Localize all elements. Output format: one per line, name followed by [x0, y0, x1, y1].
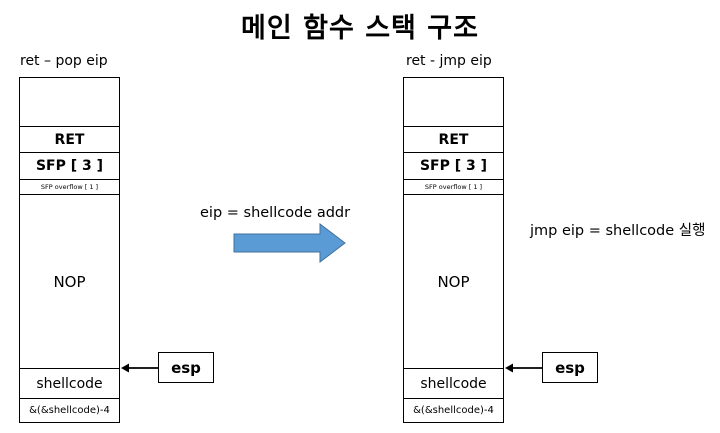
left-esp-box: esp	[158, 352, 214, 383]
transition-caption: eip = shellcode addr	[200, 205, 351, 221]
left-shellcode-cell: shellcode	[20, 368, 119, 398]
left-addr-cell: &(&shellcode)-4	[20, 398, 119, 422]
right-stack-heading: ret - jmp eip	[406, 53, 492, 69]
right-esp-box: esp	[542, 352, 598, 383]
right-sfp-cell: SFP [ 3 ]	[404, 152, 503, 179]
right-ret-cell: RET	[404, 126, 503, 152]
left-sfp-overflow-cell: SFP overflow [ 1 ]	[20, 179, 119, 194]
right-esp-arrow	[505, 363, 543, 373]
left-stack: RET SFP [ 3 ] SFP overflow [ 1 ] NOP she…	[19, 77, 120, 423]
diagram-title: 메인 함수 스택 구조	[241, 13, 479, 44]
right-addr-cell: &(&shellcode)-4	[404, 398, 503, 422]
right-stack: RET SFP [ 3 ] SFP overflow [ 1 ] NOP she…	[403, 77, 504, 423]
left-nop-cell: NOP	[20, 194, 119, 368]
right-sfp-overflow-cell: SFP overflow [ 1 ]	[404, 179, 503, 194]
left-esp-arrow	[121, 363, 159, 373]
left-ret-cell: RET	[20, 126, 119, 152]
left-stack-heading: ret – pop eip	[20, 53, 108, 69]
transition-arrow-icon	[233, 222, 346, 264]
right-shellcode-cell: shellcode	[404, 368, 503, 398]
left-sfp-cell: SFP [ 3 ]	[20, 152, 119, 179]
right-stack-note: jmp eip = shellcode 실행	[530, 223, 706, 239]
right-nop-cell: NOP	[404, 194, 503, 368]
